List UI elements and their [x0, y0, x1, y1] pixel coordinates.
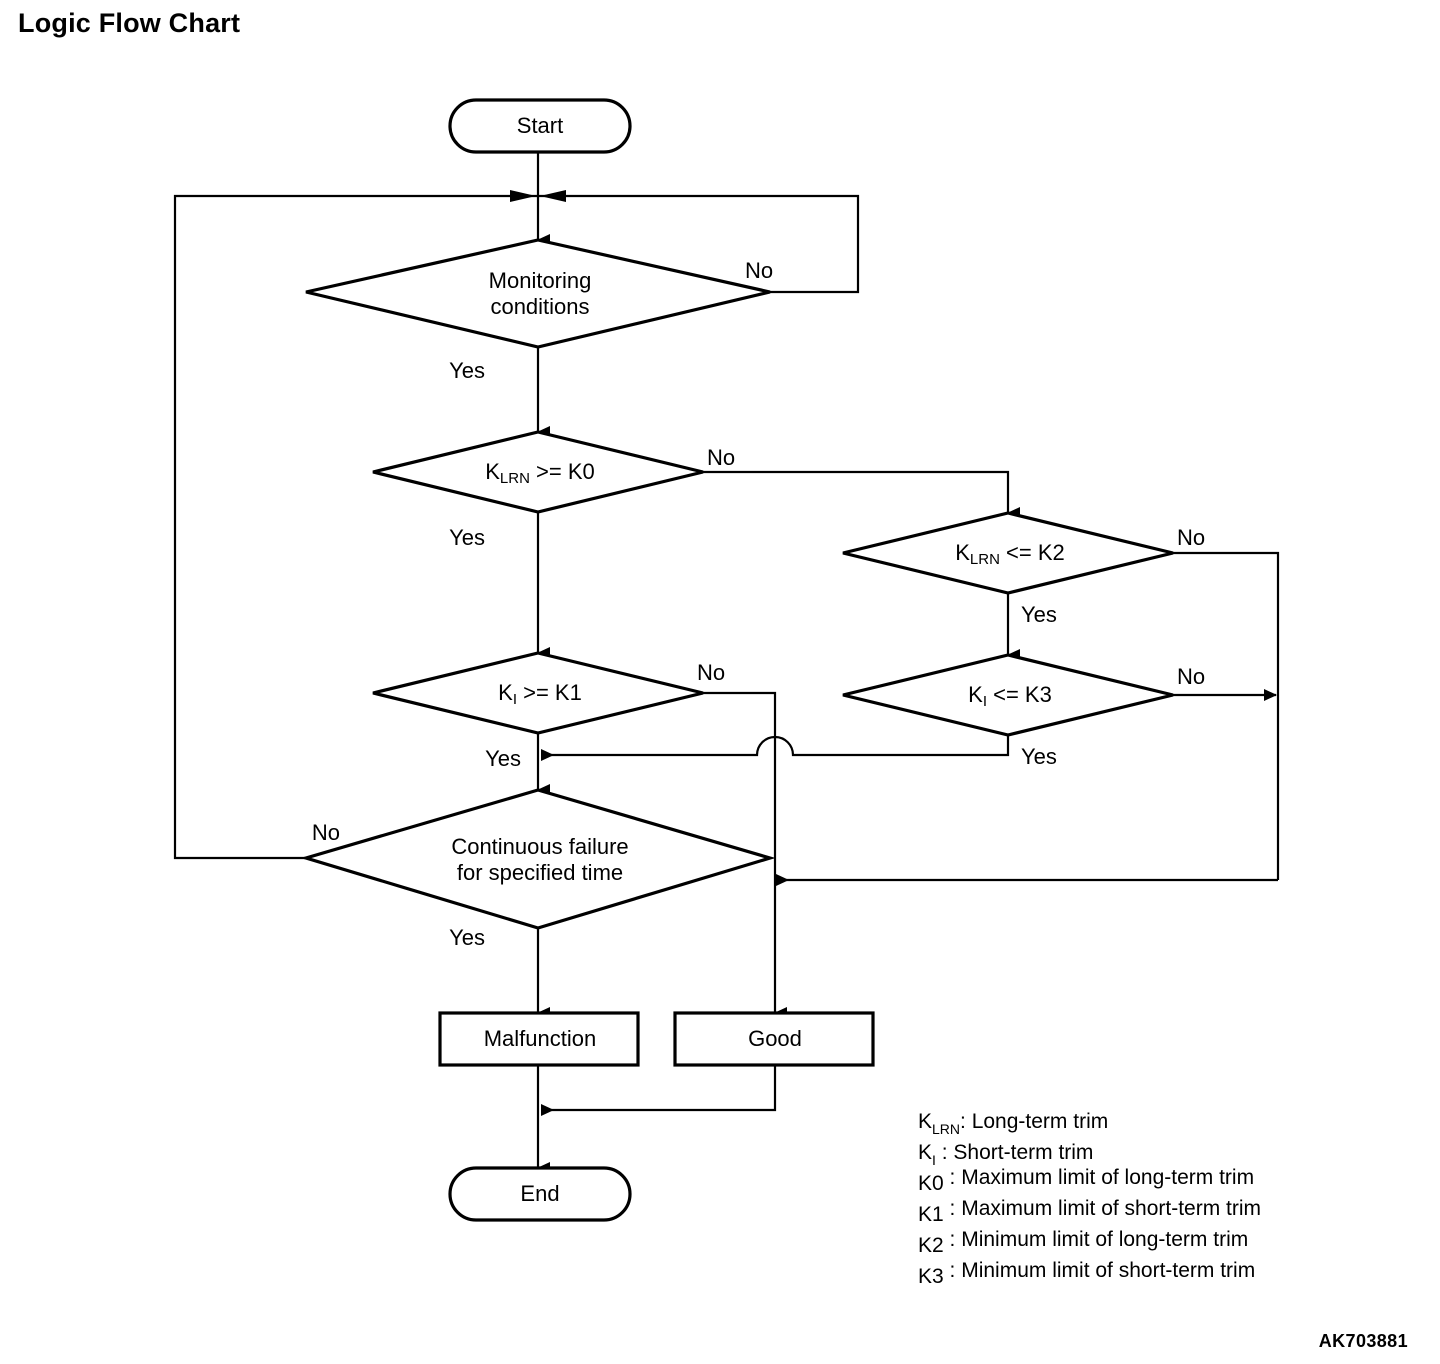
klrn-le-k2-symbol: K	[955, 540, 970, 565]
klrn-ge-k0-label: KLRN >= K0	[485, 459, 595, 487]
legend-row: K0 : Maximum limit of long-term trim	[918, 1166, 1254, 1195]
edge-label-klrn-ge-k0-no: No	[707, 445, 735, 470]
legend-row: K1 : Maximum limit of short-term trim	[918, 1197, 1261, 1226]
malfunction-label: Malfunction	[484, 1026, 597, 1051]
node-continuous-failure[interactable]: Continuous failure for specified time	[300, 788, 776, 930]
legend-symbol: K	[918, 1141, 932, 1164]
edge-label-ki-le-k3-yes: Yes	[1021, 744, 1057, 769]
legend-row: K2 : Minimum limit of long-term trim	[918, 1228, 1248, 1257]
legend-separator: :	[944, 1166, 962, 1189]
good-shape	[673, 1011, 875, 1067]
edge-ki-le-k3-yes-merge	[541, 735, 1010, 761]
klrn-ge-k0-rest: >= K0	[530, 459, 595, 484]
legend-description: Maximum limit of long-term trim	[961, 1166, 1254, 1189]
legend-row: KLRN: Long-term trim	[918, 1110, 1108, 1137]
arrowhead-loopback-right	[540, 190, 566, 202]
node-good[interactable]: Good	[673, 1011, 875, 1067]
start-label: Start	[517, 113, 563, 138]
legend-description: Maximum limit of short-term trim	[961, 1197, 1261, 1220]
legend-subscript: LRN	[932, 1121, 960, 1137]
monitoring-conditions-label-line1: Monitoring	[489, 268, 592, 293]
klrn-le-k2-label: KLRN <= K2	[955, 540, 1065, 568]
edge-label-continuous-failure-yes: Yes	[449, 925, 485, 950]
edge-good-to-end-line	[541, 1065, 777, 1116]
node-start[interactable]: Start	[448, 98, 632, 154]
ki-ge-k1-symbol: K	[498, 680, 513, 705]
legend-separator: :	[944, 1259, 962, 1282]
edge-label-klrn-le-k2-no: No	[1177, 525, 1205, 550]
legend-row: KI : Short-term trim	[918, 1141, 1093, 1168]
ki-le-k3-subscript: I	[983, 693, 987, 710]
legend-description: Minimum limit of long-term trim	[961, 1228, 1248, 1251]
edge-monitoring-no-loopback	[538, 194, 860, 294]
klrn-ge-k0-symbol: K	[485, 459, 500, 484]
node-end[interactable]: End	[448, 1166, 632, 1222]
legend-symbol: K3	[918, 1265, 944, 1288]
legend-description: Short-term trim	[953, 1141, 1093, 1164]
edge-label-monitoring-yes: Yes	[449, 358, 485, 383]
legend-separator: :	[944, 1197, 962, 1220]
klrn-le-k2-subscript: LRN	[970, 551, 1000, 568]
ki-ge-k1-rest: >= K1	[517, 680, 582, 705]
edge-label-klrn-le-k2-yes: Yes	[1021, 602, 1057, 627]
edge-label-continuous-failure-no: No	[312, 820, 340, 845]
edge-continuous-failure-no-loopback	[173, 194, 538, 860]
edge-ki-ge-k1-no-to-good	[703, 691, 787, 1019]
ki-le-k3-shape	[842, 653, 1174, 737]
node-klrn-ge-k0[interactable]: KLRN >= K0	[372, 430, 704, 514]
legend-separator: :	[936, 1141, 954, 1164]
end-label: End	[520, 1181, 559, 1206]
edge-klrn-ge-k0-no-to-klrn-le-k2	[703, 470, 1020, 519]
ki-ge-k1-label: KI >= K1	[498, 680, 582, 708]
good-label: Good	[748, 1026, 802, 1051]
legend-symbol: K2	[918, 1234, 944, 1257]
malfunction-shape	[438, 1011, 640, 1067]
legend-subscript: I	[932, 1152, 936, 1168]
continuous-failure-label-line2: for specified time	[457, 860, 623, 885]
legend-separator: :	[960, 1110, 972, 1133]
monitoring-conditions-shape	[305, 238, 771, 349]
legend-description: Long-term trim	[972, 1110, 1109, 1133]
ki-le-k3-rest: <= K3	[987, 682, 1052, 707]
klrn-le-k2-shape	[842, 511, 1174, 595]
node-malfunction[interactable]: Malfunction	[438, 1011, 640, 1067]
legend: KLRN: Long-term trim KI : Short-term tri…	[918, 1110, 1261, 1288]
node-ki-ge-k1[interactable]: KI >= K1	[372, 651, 704, 735]
edge-label-ki-le-k3-no: No	[1177, 664, 1205, 689]
arrowhead-loopback-left	[510, 190, 536, 202]
ki-le-k3-symbol: K	[968, 682, 983, 707]
end-shape	[448, 1166, 632, 1222]
edge-label-ki-ge-k1-yes: Yes	[485, 746, 521, 771]
edge-label-ki-ge-k1-no: No	[697, 660, 725, 685]
continuous-failure-label-line1: Continuous failure	[451, 834, 628, 859]
start-shape	[448, 98, 632, 154]
continuous-failure-shape	[300, 788, 776, 930]
node-monitoring-conditions[interactable]: Monitoring conditions	[305, 238, 771, 349]
node-ki-le-k3[interactable]: KI <= K3	[842, 653, 1174, 737]
legend-symbol: K1	[918, 1203, 944, 1226]
node-klrn-le-k2[interactable]: KLRN <= K2	[842, 511, 1174, 595]
ki-le-k3-label: KI <= K3	[968, 682, 1052, 710]
ki-ge-k1-shape	[372, 651, 704, 735]
legend-separator: :	[944, 1228, 962, 1251]
page-title: Logic Flow Chart	[18, 8, 241, 38]
edge-label-klrn-ge-k0-yes: Yes	[449, 525, 485, 550]
klrn-ge-k0-shape	[372, 430, 704, 514]
edge-label-monitoring-no: No	[745, 258, 773, 283]
legend-description: Minimum limit of short-term trim	[961, 1259, 1255, 1282]
legend-symbol: K	[918, 1110, 932, 1133]
figure-code: AK703881	[1318, 1331, 1408, 1351]
klrn-le-k2-rest: <= K2	[1000, 540, 1065, 565]
klrn-ge-k0-subscript: LRN	[500, 470, 530, 487]
monitoring-conditions-label-line2: conditions	[490, 294, 589, 319]
edge-klrn-le-k2-no-to-right-bus	[1173, 551, 1280, 880]
ki-ge-k1-subscript: I	[513, 691, 517, 708]
legend-symbol: K0	[918, 1172, 944, 1195]
legend-row: K3 : Minimum limit of short-term trim	[918, 1259, 1255, 1288]
